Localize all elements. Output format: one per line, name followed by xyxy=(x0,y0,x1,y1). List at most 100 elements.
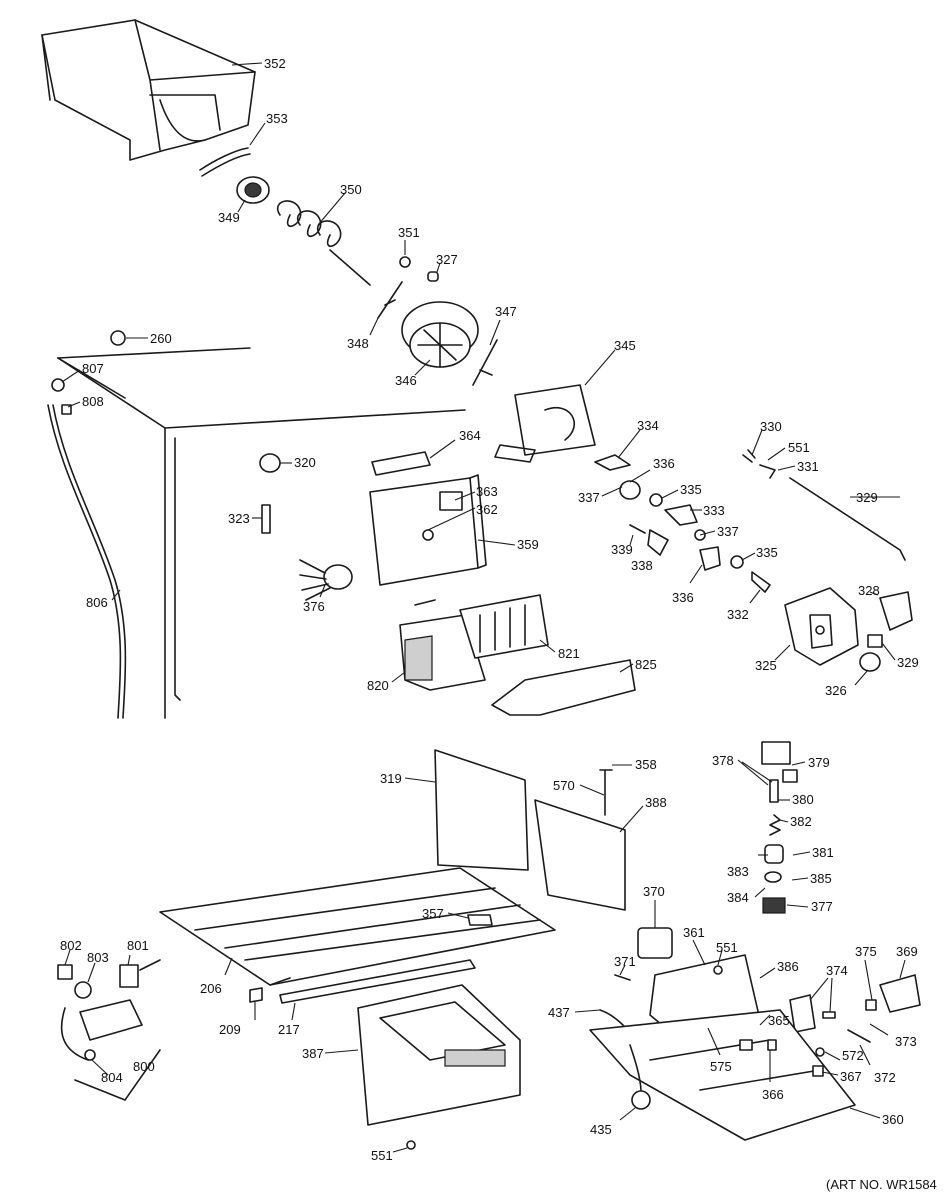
callout-367: 367 xyxy=(840,1069,862,1084)
callout-551-lower: 551 xyxy=(371,1148,393,1163)
shelf-part xyxy=(159,867,556,986)
clip-part-2 xyxy=(867,634,883,648)
callout-551-middle: 551 xyxy=(716,940,738,955)
callout-376: 376 xyxy=(303,599,325,614)
bearing-part xyxy=(236,176,270,204)
shelf-bar-part xyxy=(279,959,476,1004)
callout-825: 825 xyxy=(635,657,657,672)
fill-tube-part xyxy=(47,404,127,719)
callout-381: 381 xyxy=(812,845,834,860)
base-tray-part xyxy=(589,1009,856,1141)
callout-357: 357 xyxy=(422,906,444,921)
callout-806: 806 xyxy=(86,595,108,610)
callout-347: 347 xyxy=(495,304,517,319)
spring-small-part xyxy=(822,1011,836,1019)
callout-352: 352 xyxy=(264,56,286,71)
callout-435: 435 xyxy=(590,1122,612,1137)
art-number: (ART NO. WR1584 xyxy=(826,1177,937,1192)
panel-part xyxy=(434,749,529,871)
washer-part-3 xyxy=(730,555,744,569)
callout-206: 206 xyxy=(200,981,222,996)
actuator-part xyxy=(761,741,791,765)
knob-part xyxy=(259,453,281,473)
callout-335-lower: 335 xyxy=(756,545,778,560)
callout-803: 803 xyxy=(87,950,109,965)
bracket-part xyxy=(371,451,431,476)
callout-345: 345 xyxy=(614,338,636,353)
heater-pin-part xyxy=(261,504,271,534)
ice-maker-mold-part xyxy=(399,594,549,691)
callout-328: 328 xyxy=(858,583,880,598)
callout-labels: 352 353 349 350 351 327 348 347 346 260 … xyxy=(60,56,919,1163)
callout-319: 319 xyxy=(380,771,402,786)
callout-336-upper: 336 xyxy=(653,456,675,471)
callout-385: 385 xyxy=(810,871,832,886)
callout-325: 325 xyxy=(755,658,777,673)
ice-bucket-part xyxy=(41,19,256,161)
gear-arm-part xyxy=(699,546,721,571)
clamp-part xyxy=(61,404,72,415)
callout-379: 379 xyxy=(808,755,830,770)
cam-arm-part xyxy=(751,571,771,593)
washer-part xyxy=(649,493,663,507)
callout-801: 801 xyxy=(127,938,149,953)
shelf-stop-part xyxy=(249,987,263,1003)
callout-217: 217 xyxy=(278,1022,300,1037)
pin-part xyxy=(629,524,646,534)
coupler-part xyxy=(377,281,403,319)
callout-338: 338 xyxy=(631,558,653,573)
housing-part xyxy=(534,799,626,911)
callout-337-lower: 337 xyxy=(717,524,739,539)
callout-350: 350 xyxy=(340,182,362,197)
shutoff-arm-part xyxy=(647,529,669,556)
cam-part xyxy=(594,454,631,471)
water-valve-group xyxy=(57,959,161,1101)
spring-part xyxy=(742,449,756,463)
callout-337-upper: 337 xyxy=(578,490,600,505)
callout-366: 366 xyxy=(762,1087,784,1102)
screw-hole xyxy=(713,965,723,975)
bushing-small-part xyxy=(812,1065,824,1077)
fitting-part xyxy=(427,271,439,282)
cover-part xyxy=(369,474,487,586)
callout-339: 339 xyxy=(611,542,633,557)
callout-209: 209 xyxy=(219,1022,241,1037)
cap-part xyxy=(110,330,126,346)
nut-part xyxy=(399,256,411,268)
callout-388: 388 xyxy=(645,795,667,810)
callout-807: 807 xyxy=(82,361,104,376)
callout-331: 331 xyxy=(797,459,819,474)
callout-387: 387 xyxy=(302,1046,324,1061)
bracket-part-2 xyxy=(782,769,798,783)
callout-326: 326 xyxy=(825,683,847,698)
callout-382: 382 xyxy=(790,814,812,829)
callout-570: 570 xyxy=(553,778,575,793)
callout-364: 364 xyxy=(459,428,481,443)
callout-336-lower: 336 xyxy=(672,590,694,605)
callout-349: 349 xyxy=(218,210,240,225)
callout-362: 362 xyxy=(476,502,498,517)
callout-333: 333 xyxy=(703,503,725,518)
spring-part-2 xyxy=(769,814,781,836)
lamp-wire xyxy=(629,1044,642,1091)
callout-360: 360 xyxy=(882,1112,904,1127)
callout-348: 348 xyxy=(347,336,369,351)
feeler-arm-part xyxy=(789,477,906,561)
callout-330: 330 xyxy=(760,419,782,434)
callout-437: 437 xyxy=(548,1005,570,1020)
bracket-small-part xyxy=(759,464,776,479)
dispenser-housing-part xyxy=(357,984,521,1126)
switch-bracket-part xyxy=(789,994,816,1033)
callout-369: 369 xyxy=(896,944,918,959)
callout-804: 804 xyxy=(101,1070,123,1085)
screw-part-2 xyxy=(406,1140,416,1150)
callout-384: 384 xyxy=(727,890,749,905)
lamp-socket-part xyxy=(631,1090,651,1110)
shelf-clip-part xyxy=(467,914,493,926)
callout-808: 808 xyxy=(82,394,104,409)
callout-375: 375 xyxy=(855,944,877,959)
clip-small-part-2 xyxy=(739,1039,753,1051)
callout-332: 332 xyxy=(727,607,749,622)
callout-346: 346 xyxy=(395,373,417,388)
